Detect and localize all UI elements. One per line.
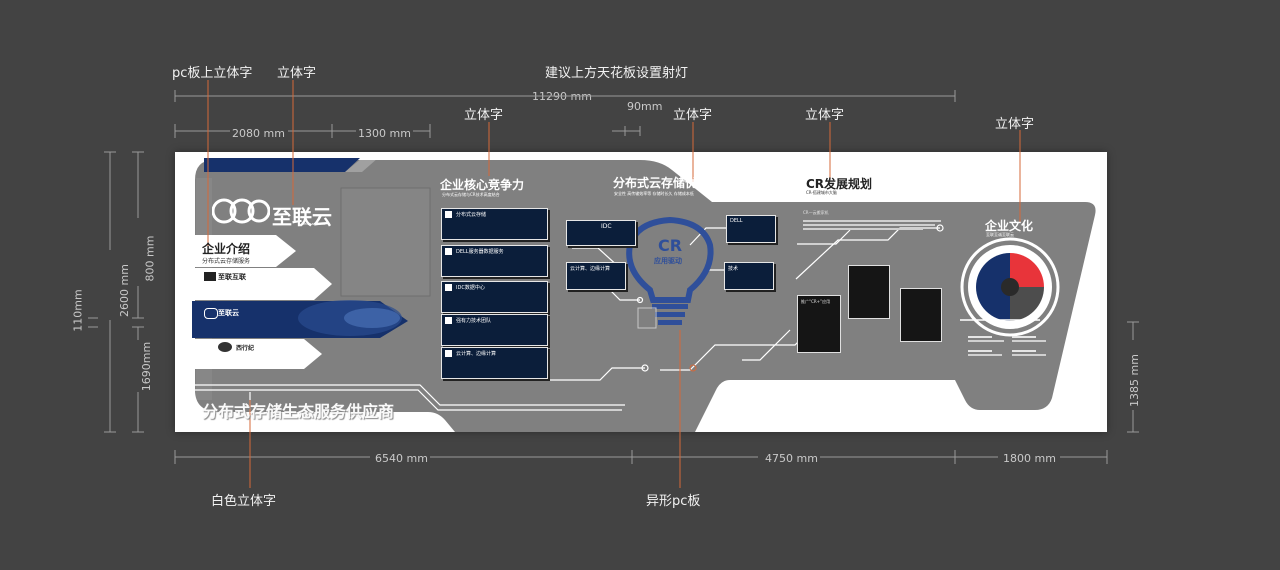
callout-pc-board-text: pc板上立体字 <box>172 66 253 81</box>
dim-1800: 1800 mm <box>1003 452 1056 465</box>
callout-3d-text-1: 立体字 <box>277 66 317 81</box>
plan-card-3 <box>900 288 942 342</box>
core-subtitle: 分布式云存储与CR技术高度结合 <box>442 192 500 197</box>
plan-card-2 <box>848 265 890 319</box>
core-card-2: DELL服务器数据服务 <box>441 245 548 277</box>
dim-2080: 2080 mm <box>232 127 285 140</box>
bottom-slogan: 分布式存储生态服务供应商 <box>202 402 395 421</box>
advantage-card-tech: 技术 <box>724 262 774 290</box>
plan-card-1: 推广“CR+”应用 <box>797 295 841 353</box>
culture-notes <box>968 336 1048 372</box>
advantage-card-idc: IDC <box>566 220 636 246</box>
dim-6540: 6540 mm <box>375 452 428 465</box>
logo-name: 至联云 <box>272 205 332 229</box>
brand-zhilian-cloud: 至联云 <box>218 309 239 317</box>
brand-xixingji: 西行纪 <box>236 345 255 352</box>
callout-white-text: 白色立体字 <box>211 494 277 509</box>
plan-text-block <box>803 218 943 234</box>
callout-3d-text-3: 立体字 <box>673 108 713 123</box>
culture-title: 企业文化 <box>985 219 1034 233</box>
brand-hulian-icon <box>204 272 216 281</box>
callout-3d-text-4: 立体字 <box>805 108 845 123</box>
advantage-card-dell: DELL <box>726 215 776 243</box>
callout-shaped-pc-board: 异形pc板 <box>646 494 701 509</box>
core-card-1: 分布式云存储 <box>441 208 548 240</box>
dim-90: 90mm <box>627 100 663 113</box>
brand-xixingji-icon <box>218 342 232 352</box>
advantage-subtitle: 安全性 高传输效率等 存储时长久 存储成本低 <box>614 191 694 196</box>
intro-title: 企业介绍 <box>202 242 251 256</box>
culture-subtitle: 至联至诚至联云 <box>986 232 1014 237</box>
core-card-3: IDC数据中心 <box>441 281 548 313</box>
brand-zhilian-hulian: 至联互联 <box>218 273 246 281</box>
bulb-text-drive: 应用驱动 <box>654 257 682 265</box>
dim-1300: 1300 mm <box>358 127 411 140</box>
plan-subtitle: CR-搭建城市大脑 <box>806 190 837 195</box>
advantage-card-cloud: 云计算、边缘计算 <box>566 262 626 290</box>
logo-english: ZHILIAN CLOUD <box>302 222 326 226</box>
core-title: 企业核心竞争力 <box>440 178 525 192</box>
core-card-4: 强有力技术团队 <box>441 314 548 346</box>
advantage-title: 分布式云存储优势 <box>613 176 710 190</box>
callout-3d-text-2: 立体字 <box>464 108 504 123</box>
callout-3d-text-5: 立体字 <box>995 117 1035 132</box>
plan-head: CR—云搬家机 <box>803 210 829 215</box>
bulb-text-cr: CR <box>658 236 683 255</box>
brand-cloud-icon <box>204 308 218 319</box>
core-card-5: 云计算、边缘计算 <box>441 347 548 379</box>
logo-icon <box>211 196 271 226</box>
intro-subtitle: 分布式云存储服务 <box>202 258 251 265</box>
callout-spotlight: 建议上方天花板设置射灯 <box>545 66 689 81</box>
dim-4750: 4750 mm <box>765 452 818 465</box>
plan-title: CR发展规划 <box>806 177 873 191</box>
